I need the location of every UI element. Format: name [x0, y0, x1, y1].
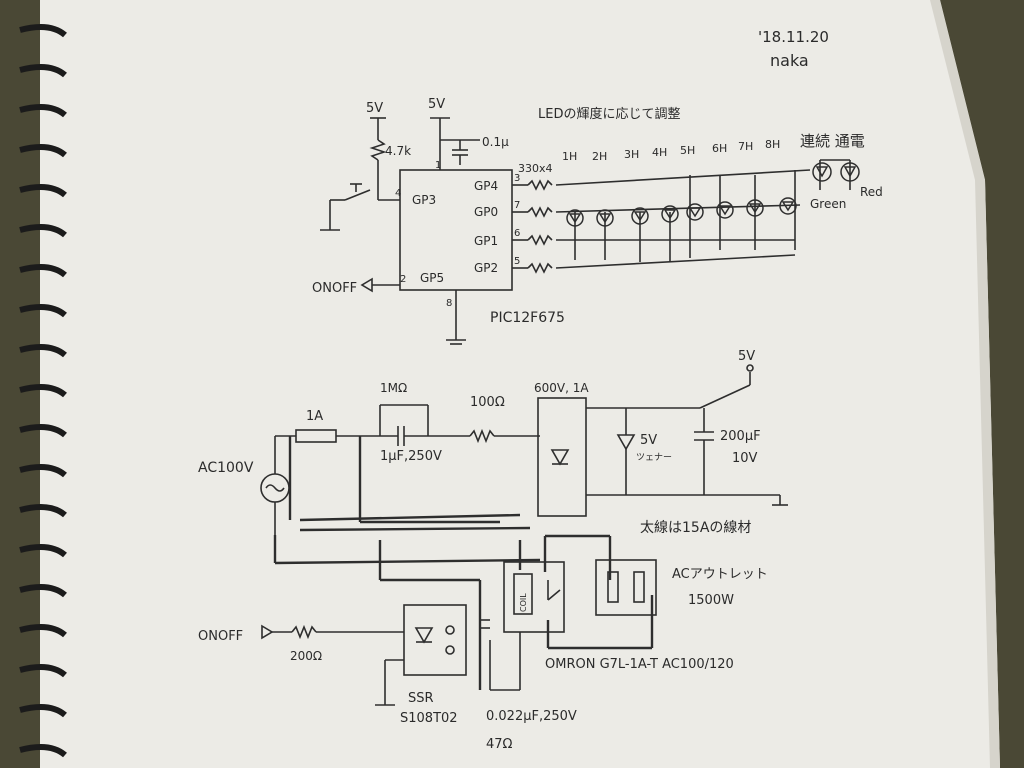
pin-gp2: GP2	[474, 261, 498, 275]
resistor-array-label: 330x4	[518, 162, 553, 175]
wire-note: 太線は15Aの線材	[640, 520, 751, 536]
relay-label: OMRON G7L-1A-T AC100/120	[545, 657, 734, 672]
paper-edge	[930, 0, 1000, 768]
green-label: Green	[810, 197, 846, 211]
led-label-1h: 1H	[562, 150, 577, 163]
ac-outlet	[595, 559, 657, 616]
date-text: '18.11.20	[758, 28, 829, 46]
paper-sheet	[40, 0, 1000, 768]
led-green	[812, 162, 832, 182]
pin-1: 1	[435, 160, 441, 171]
pin-gp3: GP3	[412, 193, 436, 207]
pin-gp4: GP4	[474, 179, 498, 193]
vcc-pullup-label: 5V	[366, 101, 383, 116]
led-2h	[596, 209, 614, 227]
led-label-2h: 2H	[592, 150, 607, 163]
pin-8: 8	[446, 298, 452, 309]
led-label-5h: 5H	[680, 144, 695, 157]
zener-sub-label: ツェナー	[636, 452, 672, 463]
logic-circuit	[320, 117, 851, 345]
relay-coil	[513, 573, 533, 615]
status-title: 連続 通電	[800, 132, 865, 150]
pin-7: 7	[514, 200, 520, 211]
relay-box	[503, 561, 565, 633]
pullup-resistor-label: 4.7k	[385, 144, 411, 158]
pin-6: 6	[514, 228, 520, 239]
note-label: LEDの輝度に応じて調整	[538, 106, 680, 122]
snubber-c-label: 0.022μF,250V	[486, 709, 577, 724]
cap-200-label: 200μF	[720, 429, 761, 444]
pin-3: 3	[514, 173, 520, 184]
led-label-6h: 6H	[712, 142, 727, 155]
pin-gp1: GP1	[474, 234, 498, 248]
cap-1uf-label: 1μF,250V	[380, 449, 442, 464]
led-red	[840, 162, 860, 182]
r-100-label: 100Ω	[470, 395, 505, 410]
chip-name: PIC12F675	[490, 310, 565, 326]
outlet-label: ACアウトレット	[672, 567, 768, 582]
led-label-8h: 8H	[765, 138, 780, 151]
led-label-4h: 4H	[652, 146, 667, 159]
led-1h	[566, 209, 584, 227]
pin-4: 4	[395, 188, 401, 199]
cap-200-v-label: 10V	[732, 451, 758, 466]
pin-gp5: GP5	[420, 271, 444, 285]
ssr-part-label: S108T02	[400, 711, 458, 726]
led-5h	[686, 203, 704, 221]
pin-gp0: GP0	[474, 205, 498, 219]
zener-label: 5V	[640, 433, 657, 448]
outlet-w-label: 1500W	[688, 593, 734, 608]
onoff-in-label: ONOFF	[198, 629, 243, 644]
onoff-out-label: ONOFF	[312, 281, 357, 296]
spiral-binding	[19, 23, 67, 758]
decoupling-cap-label: 0.1μ	[482, 135, 509, 149]
author-text: naka	[770, 51, 809, 70]
pin-5: 5	[514, 256, 520, 267]
ssr-box	[403, 604, 467, 676]
red-label: Red	[860, 185, 883, 199]
ac-source-label: AC100V	[198, 460, 254, 476]
led-3h	[631, 207, 649, 225]
power-circuit	[260, 364, 788, 706]
fuse-label: 1A	[306, 409, 323, 424]
vout-label: 5V	[738, 349, 755, 364]
led-row	[566, 162, 860, 227]
coil-label: COIL	[519, 593, 528, 612]
led-4h	[661, 205, 679, 223]
bridge-label: 600V, 1A	[534, 381, 589, 395]
led-label-3h: 3H	[624, 148, 639, 161]
r-1m-label: 1MΩ	[380, 381, 407, 395]
led-6h	[716, 201, 734, 219]
led-8h	[779, 197, 797, 215]
r-200-label: 200Ω	[290, 649, 322, 663]
led-7h	[746, 199, 764, 217]
snubber-r-label: 47Ω	[486, 737, 513, 752]
led-label-7h: 7H	[738, 140, 753, 153]
ssr-label: SSR	[408, 691, 434, 706]
vcc-chip-label: 5V	[428, 97, 445, 112]
pin-2: 2	[400, 274, 406, 285]
bridge-rectifier	[537, 397, 587, 517]
